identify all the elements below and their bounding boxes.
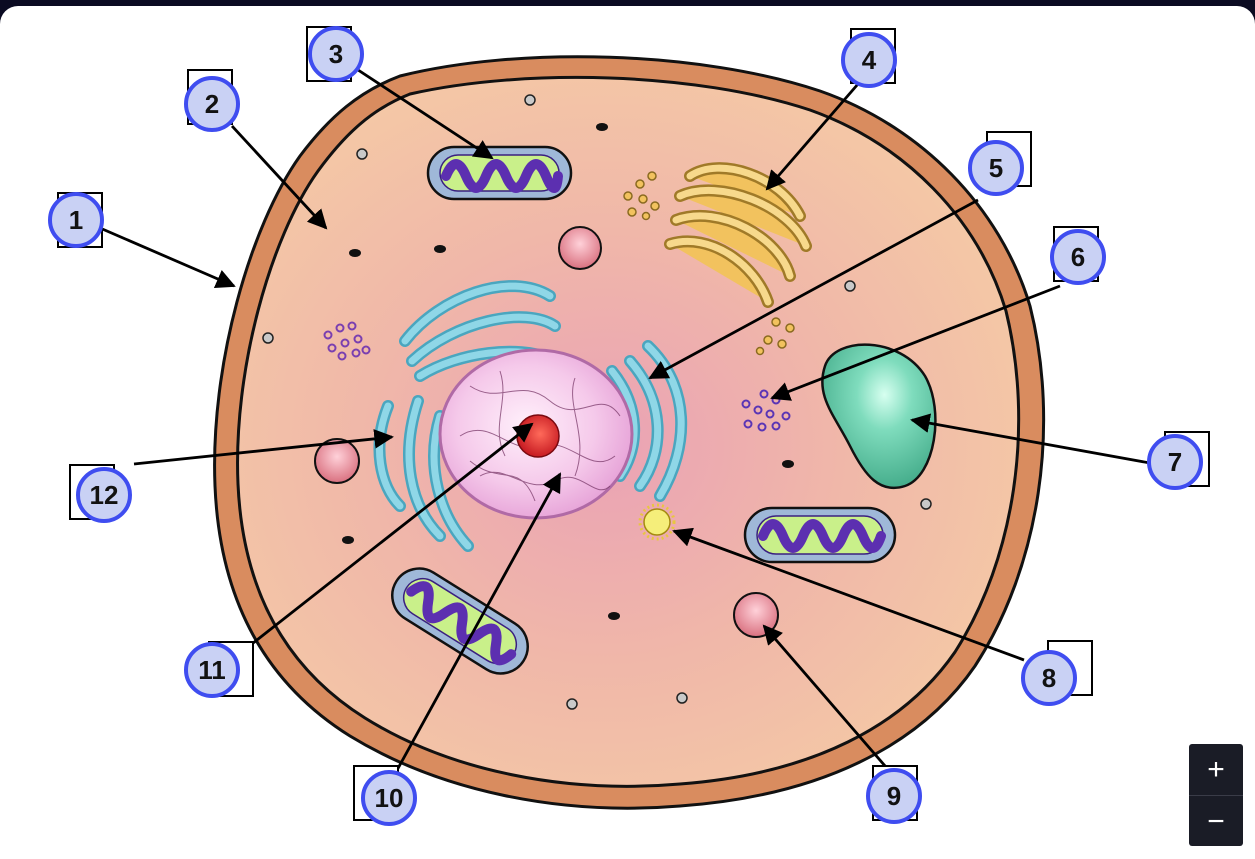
zoom-controls: + −: [1189, 744, 1243, 846]
zoom-in-button[interactable]: +: [1207, 752, 1225, 786]
arrow-4: [765, 83, 860, 191]
label-arrows: [99, 64, 1151, 775]
arrow-2: [230, 125, 328, 230]
marker-8[interactable]: 8: [1021, 650, 1077, 706]
arrow-3: [351, 64, 494, 160]
marker-9[interactable]: 9: [866, 768, 922, 824]
lysosome-left: [314, 438, 360, 484]
marker-6[interactable]: 6: [1050, 229, 1106, 285]
marker-12[interactable]: 12: [76, 467, 132, 523]
lysosome-top: [558, 226, 602, 270]
rough-er-left-fill: [375, 397, 472, 550]
mitochondrion-right: [743, 506, 897, 564]
arrow-11: [247, 422, 534, 649]
vacuole: [821, 343, 937, 490]
golgi-vesicles: [623, 171, 795, 356]
arrow-6: [770, 284, 1061, 401]
arrow-1: [99, 226, 236, 288]
lysosome-bottom: [733, 592, 779, 638]
mitochondrion-bottom: [391, 567, 529, 675]
arrow-7: [910, 413, 1151, 465]
marker-4[interactable]: 4: [841, 32, 897, 88]
arrow-9: [762, 624, 894, 775]
marker-7[interactable]: 7: [1147, 434, 1203, 490]
cytoplasm-dark-granules: [342, 123, 794, 620]
arrow-10: [394, 472, 562, 773]
marker-3[interactable]: 3: [308, 26, 364, 82]
arrow-8: [672, 527, 1025, 662]
zoom-out-button[interactable]: −: [1189, 795, 1243, 847]
animal-cell-diagram: [99, 55, 1151, 810]
golgi-highlight: [666, 164, 810, 306]
vesicle-cluster-left: [323, 321, 371, 361]
marker-2[interactable]: 2: [184, 76, 240, 132]
arrow-5: [648, 198, 979, 380]
marker-5[interactable]: 5: [968, 140, 1024, 196]
diagram-canvas: 1 2 3 4 5 6 7 8 9 10 11 12 + −: [0, 6, 1255, 859]
marker-1[interactable]: 1: [48, 192, 104, 248]
marker-10[interactable]: 10: [361, 770, 417, 826]
centrosome: [638, 503, 676, 541]
mitochondrion-top: [426, 145, 573, 201]
nucleolus: [516, 414, 560, 458]
cytoplasm-granules: [262, 94, 932, 710]
arrow-12: [133, 429, 394, 466]
marker-11[interactable]: 11: [184, 642, 240, 698]
